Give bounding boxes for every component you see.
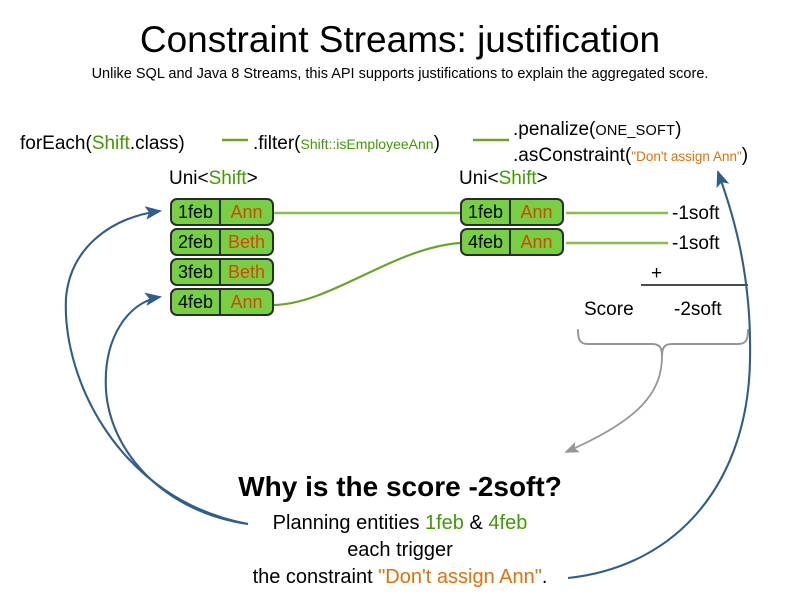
code-filter-prefix: .filter( bbox=[253, 133, 301, 154]
table-row[interactable]: 2feb Beth bbox=[170, 228, 274, 256]
uni-right-prefix: Uni< bbox=[459, 168, 499, 189]
shift-date: 2feb bbox=[172, 230, 221, 254]
brace-to-explanation-arrow bbox=[564, 355, 663, 453]
score-brace bbox=[577, 329, 749, 357]
page-title: Constraint Streams: justification bbox=[139, 19, 661, 60]
shift-employee: Ann bbox=[520, 232, 553, 252]
code-asconstraint-prefix: .asConstraint( bbox=[513, 145, 632, 166]
shift-employee: Beth bbox=[227, 262, 266, 282]
code-penalize-prefix: .penalize( bbox=[513, 119, 596, 140]
code-filter-arg: Shift::isEmployeeAnn bbox=[300, 136, 434, 152]
code-penalize-suffix: ) bbox=[675, 119, 682, 140]
uni-left-prefix: Uni< bbox=[169, 168, 209, 189]
explanation-line-1: Planning entities 1feb & 4feb bbox=[0, 510, 800, 536]
explanation-heading: Why is the score -2soft? bbox=[238, 471, 562, 502]
code-foreach-prefix: forEach( bbox=[20, 133, 92, 154]
score-total-value: -2soft bbox=[674, 299, 722, 320]
shift-date: 3feb bbox=[172, 260, 221, 284]
code-asconstraint-call: .asConstraint("Don't assign Ann") bbox=[513, 143, 748, 170]
stream-line-4feb bbox=[271, 241, 461, 307]
code-penalize-call: .penalize(ONE_SOFT) bbox=[513, 117, 681, 144]
table-row[interactable]: 4feb Ann bbox=[170, 288, 274, 316]
stream-type-label-right: Uni<Shift> bbox=[459, 167, 548, 191]
explanation-entity-1feb: 1feb bbox=[425, 512, 464, 534]
code-foreach-call: forEach(Shift.class) bbox=[20, 131, 185, 157]
uni-right-generic: Shift bbox=[498, 168, 537, 189]
explanation-entity-4feb: 4feb bbox=[488, 512, 528, 534]
shift-employee: Beth bbox=[227, 232, 266, 252]
code-filter-suffix: ) bbox=[433, 133, 440, 154]
explanation-line3-prefix: the constraint bbox=[252, 566, 379, 588]
shift-date: 1feb bbox=[462, 200, 511, 224]
code-asconstraint-arg: "Don't assign Ann" bbox=[631, 149, 742, 164]
penalty-value-row2: -1soft bbox=[672, 233, 720, 254]
code-foreach-suffix: .class) bbox=[129, 133, 185, 154]
explanation-line1-prefix: Planning entities bbox=[272, 512, 425, 534]
stream-type-label-left: Uni<Shift> bbox=[169, 167, 258, 191]
shift-table-right: 1feb Ann 4feb Ann bbox=[460, 198, 564, 256]
table-row[interactable]: 3feb Beth bbox=[170, 258, 274, 286]
explanation-line3-suffix: . bbox=[541, 566, 548, 588]
uni-left-suffix: > bbox=[246, 168, 258, 189]
code-penalize-arg: ONE_SOFT bbox=[595, 123, 676, 139]
uni-left-generic: Shift bbox=[208, 168, 247, 189]
shift-employee: Ann bbox=[520, 202, 553, 222]
code-asconstraint-suffix: ) bbox=[741, 145, 749, 166]
explanation-line-2: each trigger bbox=[347, 539, 453, 561]
shift-date: 4feb bbox=[462, 230, 511, 254]
shift-employee: Ann bbox=[230, 292, 263, 312]
score-label: Score bbox=[584, 299, 634, 320]
shift-table-left: 1feb Ann 2feb Beth 3feb Beth 4feb Ann bbox=[170, 198, 274, 316]
code-foreach-type: Shift bbox=[91, 133, 130, 154]
uni-right-suffix: > bbox=[536, 168, 548, 189]
table-row[interactable]: 1feb Ann bbox=[460, 198, 564, 226]
explanation-constraint-name: "Don't assign Ann" bbox=[378, 566, 542, 588]
table-row[interactable]: 4feb Ann bbox=[460, 228, 564, 256]
shift-employee: Ann bbox=[230, 202, 263, 222]
code-filter-call: .filter(Shift::isEmployeeAnn) bbox=[253, 131, 440, 157]
shift-date: 1feb bbox=[172, 200, 221, 224]
explanation-line1-amp: & bbox=[463, 512, 489, 534]
sum-operator: + bbox=[651, 263, 663, 284]
explanation-line-3: the constraint "Don't assign Ann". bbox=[0, 564, 800, 590]
page-subtitle: Unlike SQL and Java 8 Streams, this API … bbox=[91, 66, 709, 82]
penalty-value-row1: -1soft bbox=[672, 203, 720, 224]
table-row[interactable]: 1feb Ann bbox=[170, 198, 274, 226]
shift-date: 4feb bbox=[172, 290, 221, 314]
